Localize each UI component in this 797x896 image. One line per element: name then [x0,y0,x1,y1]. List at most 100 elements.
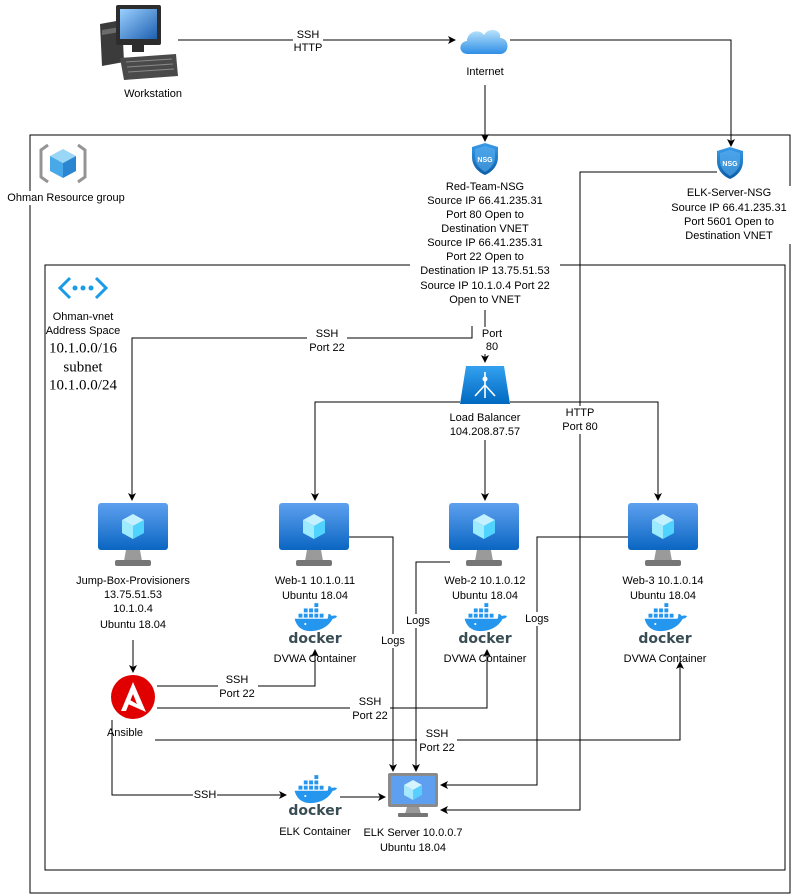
docker-wordmark: docker [458,631,511,647]
nsg-text-line: ELK-Server-NSG [687,187,771,199]
vnet-subnet: 10.1.0.0/24 [49,377,117,393]
elk-server-name: ELK Server 10.0.0.7 [363,827,462,839]
load-balancer-name: Load Balancer [450,412,521,424]
edge-label-line: Port 22 [309,342,344,354]
nsg-text-line: Port 5601 Open to [684,216,774,228]
nsg-text-line: Red-Team-NSG [446,181,524,193]
elk-server-nsg-node: NSG ELK-Server-NSG Source IP 66.41.235.3… [664,147,794,244]
elk-container-label: ELK Container [279,826,351,838]
virtual-network-icon [57,276,109,300]
nsg-badge-text: NSG [477,157,493,164]
web3-node: Web-3 10.1.0.14 Ubuntu 18.04 docker DVWA… [622,503,707,665]
web3-name: Web-3 10.1.0.14 [622,575,703,587]
edge-label-line: Port 80 [562,421,597,433]
label-ansible-web1: SSH Port 22 [218,673,258,701]
vnet-node: Ohman-vnet Address Space 10.1.0.0/16 sub… [46,276,121,393]
web2-container-label: DVWA Container [444,653,527,665]
nsg-text-line: Destination VNET [441,223,529,235]
edge-label-line: SSH [359,696,382,708]
edge-web2-logs [412,561,450,772]
edge-ansible-elk-container [111,720,287,799]
workstation-label: Workstation [124,88,182,100]
load-balancer-icon [460,366,510,404]
docker-wordmark: docker [288,631,341,647]
edge-nsg-jump-box [128,326,473,501]
edge-label-line: Port 22 [352,710,387,722]
edge-label-line: SSH [194,789,217,801]
nsg-text-line: Destination IP 13.75.51.53 [420,265,549,277]
edge-label-line: 80 [486,341,498,353]
label-nsg-jump: SSH Port 22 [307,327,347,355]
web1-container-label: DVWA Container [274,653,357,665]
resource-group-icon [39,143,87,184]
label-web1-logs: Logs [380,634,406,648]
ansible-node: Ansible [107,675,155,739]
resource-group-node: Ohman Resource group [2,143,130,205]
vnet-address-space: 10.1.0.0/16 [49,340,117,356]
label-web2-logs: Logs [405,614,431,628]
elk-server-node: ELK Server 10.0.0.7 Ubuntu 18.04 [363,773,463,854]
vnet-name: Ohman-vnet [53,311,114,323]
edge-label-line: Port 22 [219,688,254,700]
nsg-badge-text: NSG [722,161,738,168]
edge-ansible-web3 [155,661,684,741]
server-monitor-icon [388,773,438,817]
ansible-label: Ansible [107,727,143,739]
nsg-text-line: Port 80 Open to [446,209,524,221]
nsg-text-line: Source IP 10.1.0.4 Port 22 [420,280,549,292]
label-ansible-web2: SSH Port 22 [350,695,390,723]
label-ansible-web3: SSH Port 22 [417,727,457,755]
jump-box-node: Jump-Box-Provisioners 13.75.51.53 10.1.0… [76,503,190,631]
edge-ansible-web1 [157,649,319,687]
docker-icon [464,602,508,632]
docker-wordmark: docker [638,631,691,647]
edge-label-line: Port 22 [419,742,454,754]
internet-label: Internet [466,66,503,78]
edge-label-line: Port [482,328,502,340]
load-balancer-ip: 104.208.87.57 [450,426,520,438]
web2-os: Ubuntu 18.04 [452,590,518,602]
edge-label-line: SSH [297,29,320,41]
edge-internet-elk-nsg [510,39,735,147]
cloud-icon [460,29,508,54]
label-workstation-internet: SSH HTTP [293,28,323,56]
nsg-text-line: Port 22 Open to [446,251,524,263]
edge-label-line: SSH [426,728,449,740]
virtual-machine-icon [279,503,349,566]
nsg-text-line: Source IP 66.41.235.31 [671,202,786,214]
nsg-text-line: Destination VNET [685,230,773,242]
jump-box-label-line: Ubuntu 18.04 [100,619,166,631]
edge-label-line: SSH [226,674,249,686]
edge-ansible-web2 [157,649,491,709]
virtual-machine-icon [98,503,168,566]
edge-label-line: SSH [316,328,339,340]
jump-box-label-line: Jump-Box-Provisioners [76,575,190,587]
edge-lb-web3 [510,401,662,501]
vnet-address-space-label: Address Space [46,325,121,337]
edge-label-line: Logs [525,613,549,625]
web3-container-label: DVWA Container [624,653,707,665]
edge-elk-nsg-elk-server [440,171,717,814]
elk-container-node: docker ELK Container [279,774,351,838]
nsg-text-line: Source IP 66.41.235.31 [427,195,542,207]
web1-name: Web-1 10.1.0.11 [275,575,355,587]
nsg-text-line: Open to VNET [449,294,521,306]
web2-node: Web-2 10.1.0.12 Ubuntu 18.04 docker DVWA… [444,503,527,665]
edge-label-line: HTTP [566,407,595,419]
label-web3-logs: Logs [524,612,550,626]
web3-os: Ubuntu 18.04 [630,590,696,602]
load-balancer-node: Load Balancer 104.208.87.57 [443,366,527,439]
edge-web3-logs [440,536,628,789]
workstation-icon [100,5,178,80]
elk-server-os: Ubuntu 18.04 [380,842,446,854]
edge-lb-web1 [311,401,460,501]
edge-label-line: Logs [381,635,405,647]
resource-group-label: Ohman Resource group [7,192,124,204]
jump-box-label-line: 10.1.0.4 [113,603,153,615]
edge-web1-logs [349,536,397,772]
web2-name: Web-2 10.1.0.12 [444,575,525,587]
docker-icon [644,602,688,632]
jump-box-label-line: 13.75.51.53 [104,589,162,601]
red-team-nsg-node: NSG Red-Team-NSG Source IP 66.41.235.31 … [410,143,560,308]
